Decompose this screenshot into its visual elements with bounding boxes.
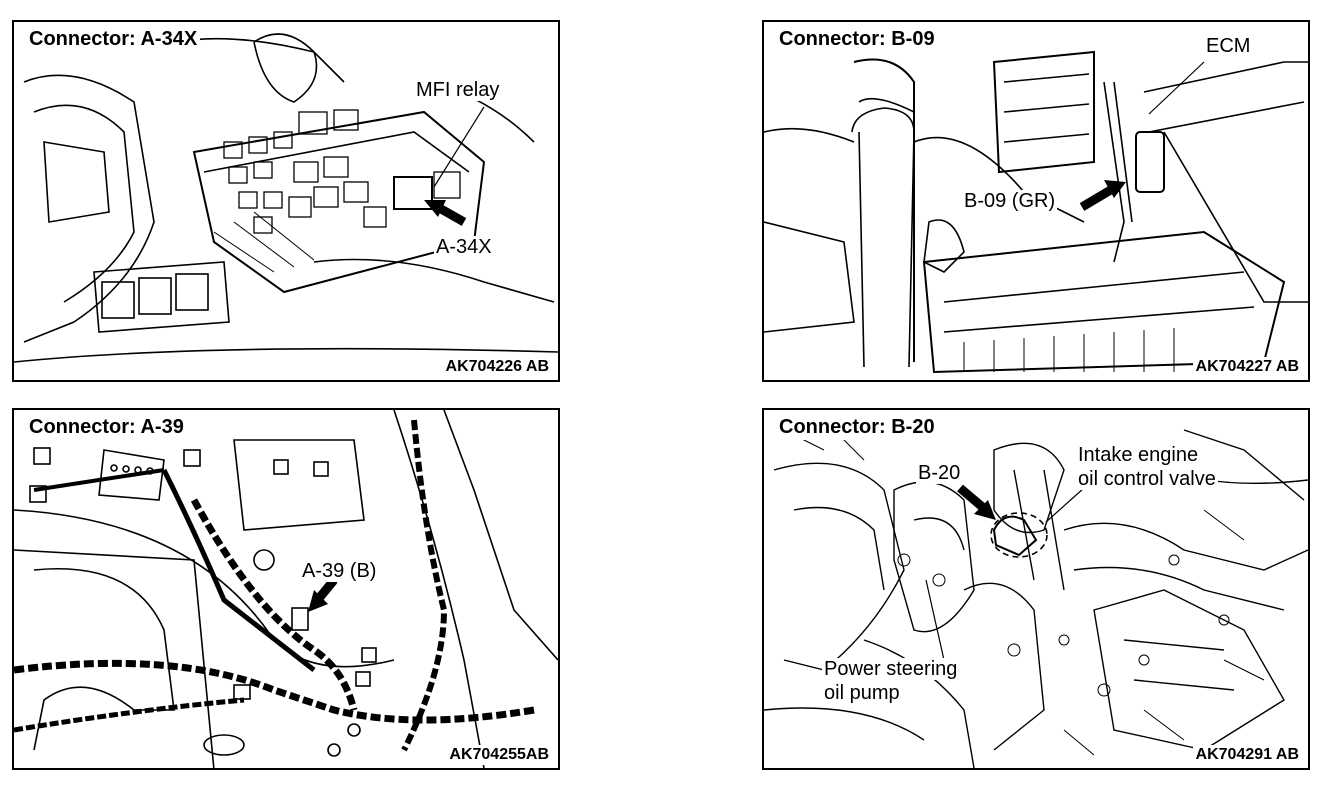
valve-label-line1: Intake engine	[1076, 444, 1201, 466]
connector-label: A-34X	[434, 236, 494, 258]
connector-label: A-39 (B)	[300, 560, 379, 582]
figure-code: AK704226 AB	[442, 357, 552, 377]
engine-bay-illustration-b09	[764, 50, 1308, 374]
panel-title: Connector: A-34X	[26, 26, 201, 52]
figure-code: AK704227 AB	[1192, 357, 1302, 377]
connector-label: B-09 (GR)	[962, 190, 1058, 212]
ecm-label: ECM	[1204, 35, 1253, 57]
panel-title: Connector: B-09	[776, 26, 938, 52]
pump-label-line1: Power steering	[822, 658, 960, 680]
diagram-panel-b09: Connector: B-09 ECM B-09 (GR) AK704227 A…	[762, 20, 1310, 382]
pump-label-line2: oil pump	[822, 682, 902, 704]
connector-label: B-20	[916, 462, 963, 484]
figure-code: AK704255AB	[446, 745, 552, 765]
engine-illustration-b20	[764, 429, 1308, 768]
diagram-panel-b20: Connector: B-20 B-20 Intake engine oil c…	[762, 408, 1310, 770]
valve-label-line2: oil control valve	[1076, 468, 1218, 490]
mfi-relay-label: MFI relay	[414, 79, 502, 101]
figure-code: AK704291 AB	[1192, 745, 1302, 765]
wiring-harness-illustration-a39	[14, 410, 558, 768]
engine-bay-illustration-a34x	[14, 33, 558, 363]
panel-title: Connector: B-20	[776, 414, 938, 440]
diagram-panel-a34x: Connector: A-34X MFI relay A-34X AK70422…	[12, 20, 560, 382]
diagram-panel-a39: Connector: A-39 A-39 (B) AK704255AB	[12, 408, 560, 770]
panel-title: Connector: A-39	[26, 414, 187, 440]
